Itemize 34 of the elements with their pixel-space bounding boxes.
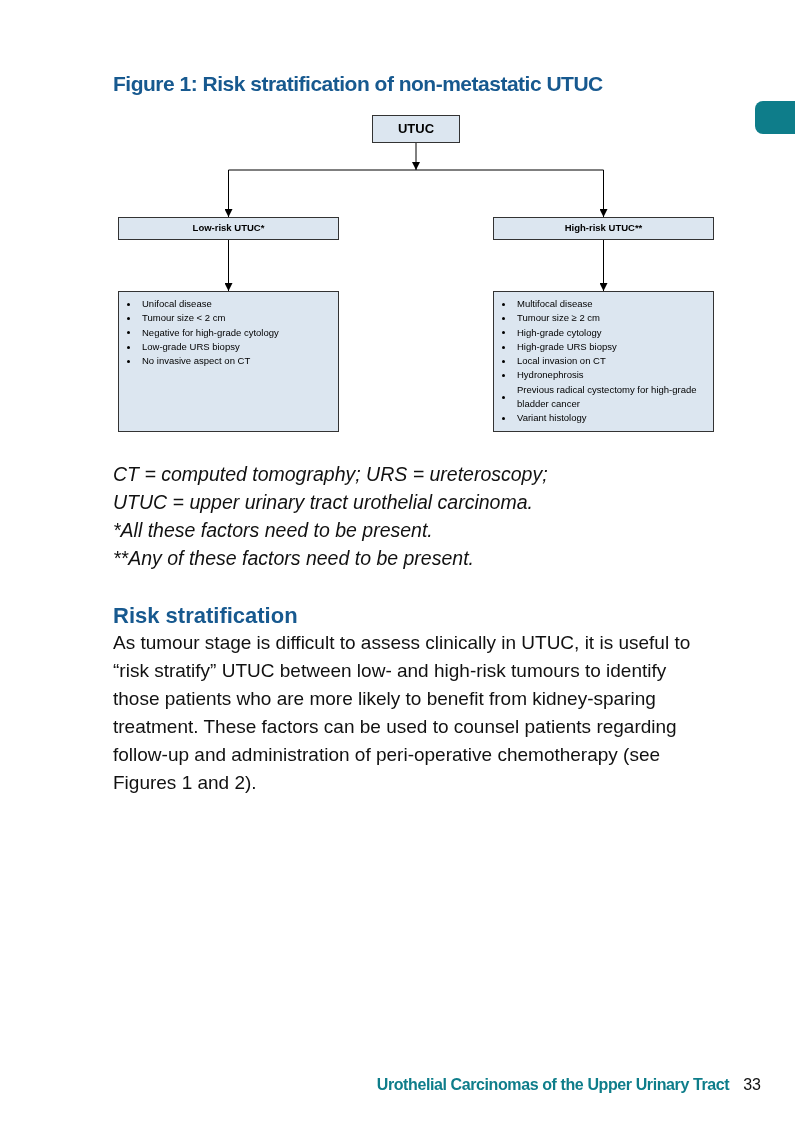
page-number: 33 xyxy=(743,1075,761,1095)
criterion-text: Low-grade URS biopsy xyxy=(142,339,240,354)
figure-title: Figure 1: Risk stratification of non-metastatic UTUC xyxy=(113,71,603,97)
category-box xyxy=(493,217,714,240)
footnote: **Any of these factors need to be present. xyxy=(113,546,475,571)
root-box xyxy=(372,115,460,143)
connector-arrow xyxy=(599,239,608,292)
criterion-text: Previous radical cystectomy for high-grade bladder cancer xyxy=(517,382,698,412)
criterion-text: High-grade URS biopsy xyxy=(517,339,617,354)
criterion-text: Tumour size ≥ 2 cm xyxy=(517,311,600,326)
section-heading: Risk stratification xyxy=(113,602,298,630)
connector-arrow xyxy=(415,169,608,218)
criterion-text: Unifocal disease xyxy=(142,297,212,311)
footer-title: Urothelial Carcinomas of the Upper Urinary Tract xyxy=(376,1075,730,1095)
connector-arrow xyxy=(224,239,233,292)
criterion-text: Variant histology xyxy=(517,411,587,426)
criterion-text: No invasive aspect on CT xyxy=(142,354,251,369)
criterion-text: Hydronephrosis xyxy=(517,368,584,383)
criterion-text: Negative for high-grade cytology xyxy=(142,325,279,340)
box-label: Low-risk UTUC* xyxy=(192,221,265,236)
criterion-text: High-grade cytology xyxy=(517,325,602,340)
arrow xyxy=(412,142,420,171)
footnote: *All these factors need to be present. xyxy=(113,518,434,543)
box-label: UTUC xyxy=(397,120,435,139)
body-paragraph: As tumour stage is difficult to assess clinically in UTUC, it is useful to “risk stratify” UTUC between low- and high-risk tumours to identify those patients who are more likely to benefit from kidney-sparing treatment. These factors can be used to counsel patients regarding follow-up and administration of peri-operative chemotherapy (see Figures 1 and 2). xyxy=(113,631,692,795)
box-label: High-risk UTUC** xyxy=(564,221,643,236)
footnote: CT = computed tomography; URS = ureteroscopy; UTUC = upper urinary tract urothelial carcinoma. xyxy=(113,462,549,515)
criterion-text: Multifocal disease xyxy=(517,297,593,311)
criterion-text: Local invasion on CT xyxy=(517,354,606,369)
category-box xyxy=(118,217,339,240)
criteria-box xyxy=(493,291,714,432)
criterion-text: Tumour size < 2 cm xyxy=(142,311,226,326)
connector-arrow xyxy=(224,169,417,218)
criteria-box xyxy=(118,291,339,432)
